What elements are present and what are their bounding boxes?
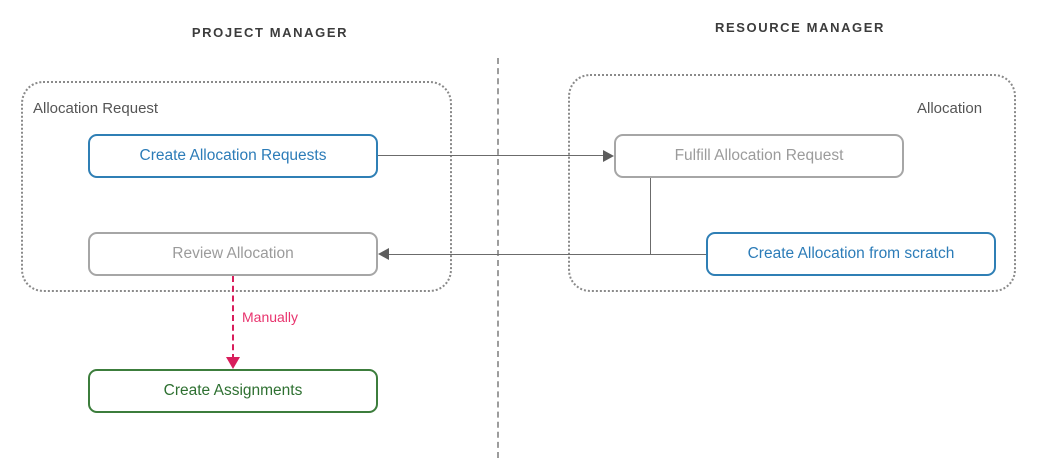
group-label-allocation-request: Allocation Request xyxy=(33,100,159,117)
swimlane-title-project-manager: PROJECT MANAGER xyxy=(191,25,349,40)
swimlane-title-resource-manager: RESOURCE MANAGER xyxy=(714,20,886,35)
node-label-create-allocation-requests: Create Allocation Requests xyxy=(139,146,327,164)
edge-arrowhead-to-fulfill xyxy=(603,150,614,162)
node-label-review-allocation: Review Allocation xyxy=(172,244,294,262)
node-create-allocation-from-scratch[interactable]: Create Allocation from scratch xyxy=(706,232,996,276)
node-create-assignments[interactable]: Create Assignments xyxy=(88,369,378,413)
node-label-create-assignments: Create Assignments xyxy=(163,381,303,399)
edge-manually-review-to-assignments xyxy=(232,276,234,360)
node-review-allocation[interactable]: Review Allocation xyxy=(88,232,378,276)
node-create-allocation-requests[interactable]: Create Allocation Requests xyxy=(88,134,378,178)
edge-label-manually: Manually xyxy=(242,309,299,325)
edge-create-requests-to-fulfill xyxy=(378,155,604,156)
group-allocation-request xyxy=(21,81,452,292)
edge-fulfill-drop-to-review-line xyxy=(650,177,651,255)
swimlane-divider xyxy=(497,58,499,458)
node-label-fulfill-allocation-request: Fulfill Allocation Request xyxy=(674,146,844,164)
edge-arrowhead-manually xyxy=(226,357,240,369)
group-allocation xyxy=(568,74,1016,292)
node-label-create-allocation-from-scratch: Create Allocation from scratch xyxy=(747,244,955,262)
edge-arrowhead-to-review xyxy=(378,248,389,260)
node-fulfill-allocation-request[interactable]: Fulfill Allocation Request xyxy=(614,134,904,178)
group-label-allocation: Allocation xyxy=(917,100,983,117)
edge-allocation-to-review xyxy=(389,254,706,255)
